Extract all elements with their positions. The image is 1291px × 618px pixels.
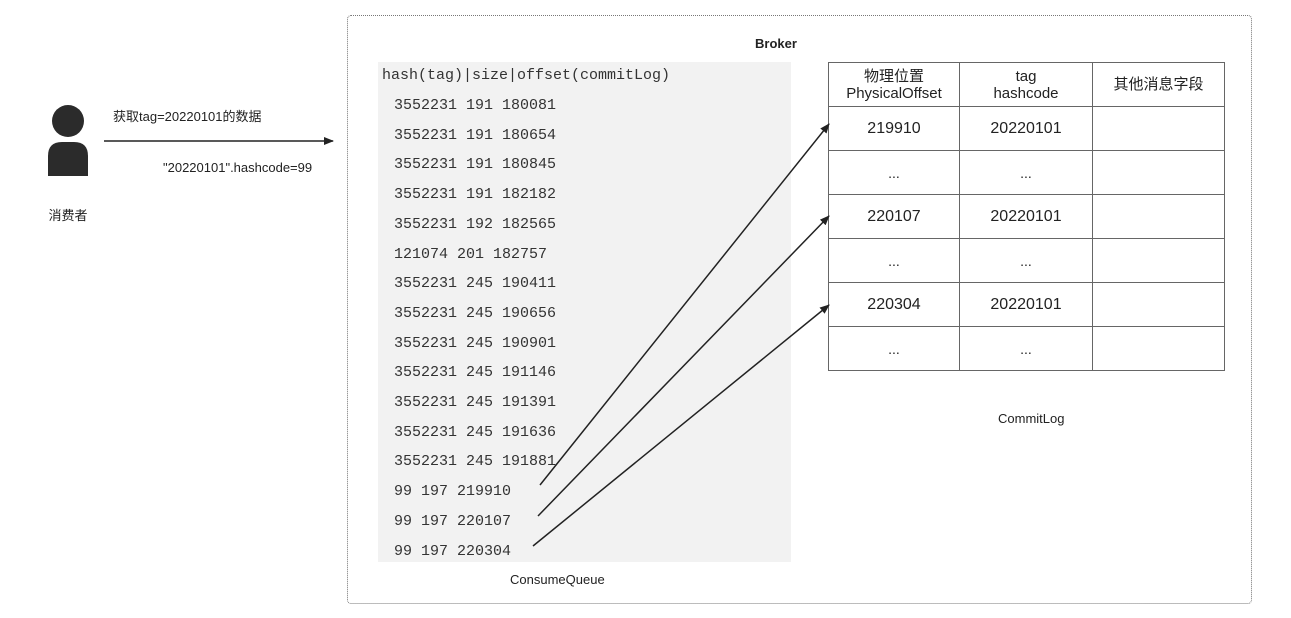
consume-queue-row: 3552231 245 191881 xyxy=(394,453,557,471)
physical-offset-cell: 220107 xyxy=(828,194,960,239)
offset-arrow-219910 xyxy=(539,123,830,486)
consume-queue-row: 3552231 191 180081 xyxy=(394,97,557,114)
request-label: 获取tag=20220101的数据 xyxy=(113,109,262,124)
consume-queue-row: 3552231 245 191391 xyxy=(394,394,557,411)
consume-queue-row: 3552231 245 191636 xyxy=(394,423,557,441)
header-other-fields-label: 其他消息字段 xyxy=(1113,76,1204,93)
header-tag-hashcode: tag hashcode xyxy=(959,62,1093,107)
consume-queue-panel xyxy=(378,62,791,562)
header-physical-offset: 物理位置 PhysicalOffset xyxy=(828,62,960,107)
header-physical-offset-line2: PhysicalOffset xyxy=(846,84,942,102)
other-fields-cell xyxy=(1092,282,1225,327)
tag-hashcode-cell: 20220101 xyxy=(959,106,1093,151)
header-tag-hashcode-line2: hashcode xyxy=(993,84,1059,102)
consume-queue-row: 3552231 245 190411 xyxy=(394,275,557,293)
consume-queue-row: 99 197 220107 xyxy=(394,512,512,530)
consumer-label: 消费者 xyxy=(48,208,88,223)
consume-queue-row: 121074 201 182757 xyxy=(394,245,548,263)
header-other-fields: 其他消息字段 xyxy=(1092,62,1225,107)
consume-queue-header: hash(tag)|size|offset(commitLog) xyxy=(382,67,671,84)
other-fields-cell xyxy=(1092,150,1225,195)
offset-arrow-220107 xyxy=(537,215,830,517)
consume-queue-row: 99 197 220304 xyxy=(394,542,512,560)
tag-hashcode-cell: 20220101 xyxy=(959,194,1093,239)
consume-queue-row: 3552231 191 182182 xyxy=(394,186,557,204)
consume-queue-label: ConsumeQueue xyxy=(510,572,605,587)
other-fields-cell xyxy=(1092,194,1225,239)
tag-hashcode-cell: ... xyxy=(959,326,1093,371)
consume-queue-row: 3552231 191 180845 xyxy=(394,156,557,174)
broker-container xyxy=(347,15,1252,604)
consume-queue-row: 3552231 191 180654 xyxy=(394,126,557,144)
consume-queue-row: 3552231 192 182565 xyxy=(394,215,557,233)
offset-arrow-220304 xyxy=(532,304,830,547)
broker-title: Broker xyxy=(755,36,797,51)
commit-log-header-row: 物理位置 PhysicalOffset tag hashcode 其他消息字段 xyxy=(828,62,1225,107)
hashcode-note: "20220101".hashcode=99 xyxy=(163,160,313,175)
other-fields-cell xyxy=(1092,326,1225,371)
person-icon xyxy=(48,105,88,176)
consume-queue-row: 3552231 245 191146 xyxy=(394,364,557,382)
physical-offset-cell: 220304 xyxy=(828,282,960,327)
commit-log-row: ...... xyxy=(828,326,1225,371)
consume-queue-row: 3552231 245 190901 xyxy=(394,334,557,352)
physical-offset-cell: ... xyxy=(828,238,960,283)
commit-log-label: CommitLog xyxy=(998,411,1065,426)
header-physical-offset-line1: 物理位置 xyxy=(863,67,924,85)
commit-log-table: 物理位置 PhysicalOffset tag hashcode 其他消息字段 … xyxy=(828,62,1225,371)
consume-queue-row: 3552231 245 190656 xyxy=(394,304,557,322)
consume-queue-row: 99 197 219910 xyxy=(394,483,512,501)
header-tag-hashcode-line1: tag xyxy=(1015,67,1037,85)
physical-offset-cell: ... xyxy=(828,150,960,195)
